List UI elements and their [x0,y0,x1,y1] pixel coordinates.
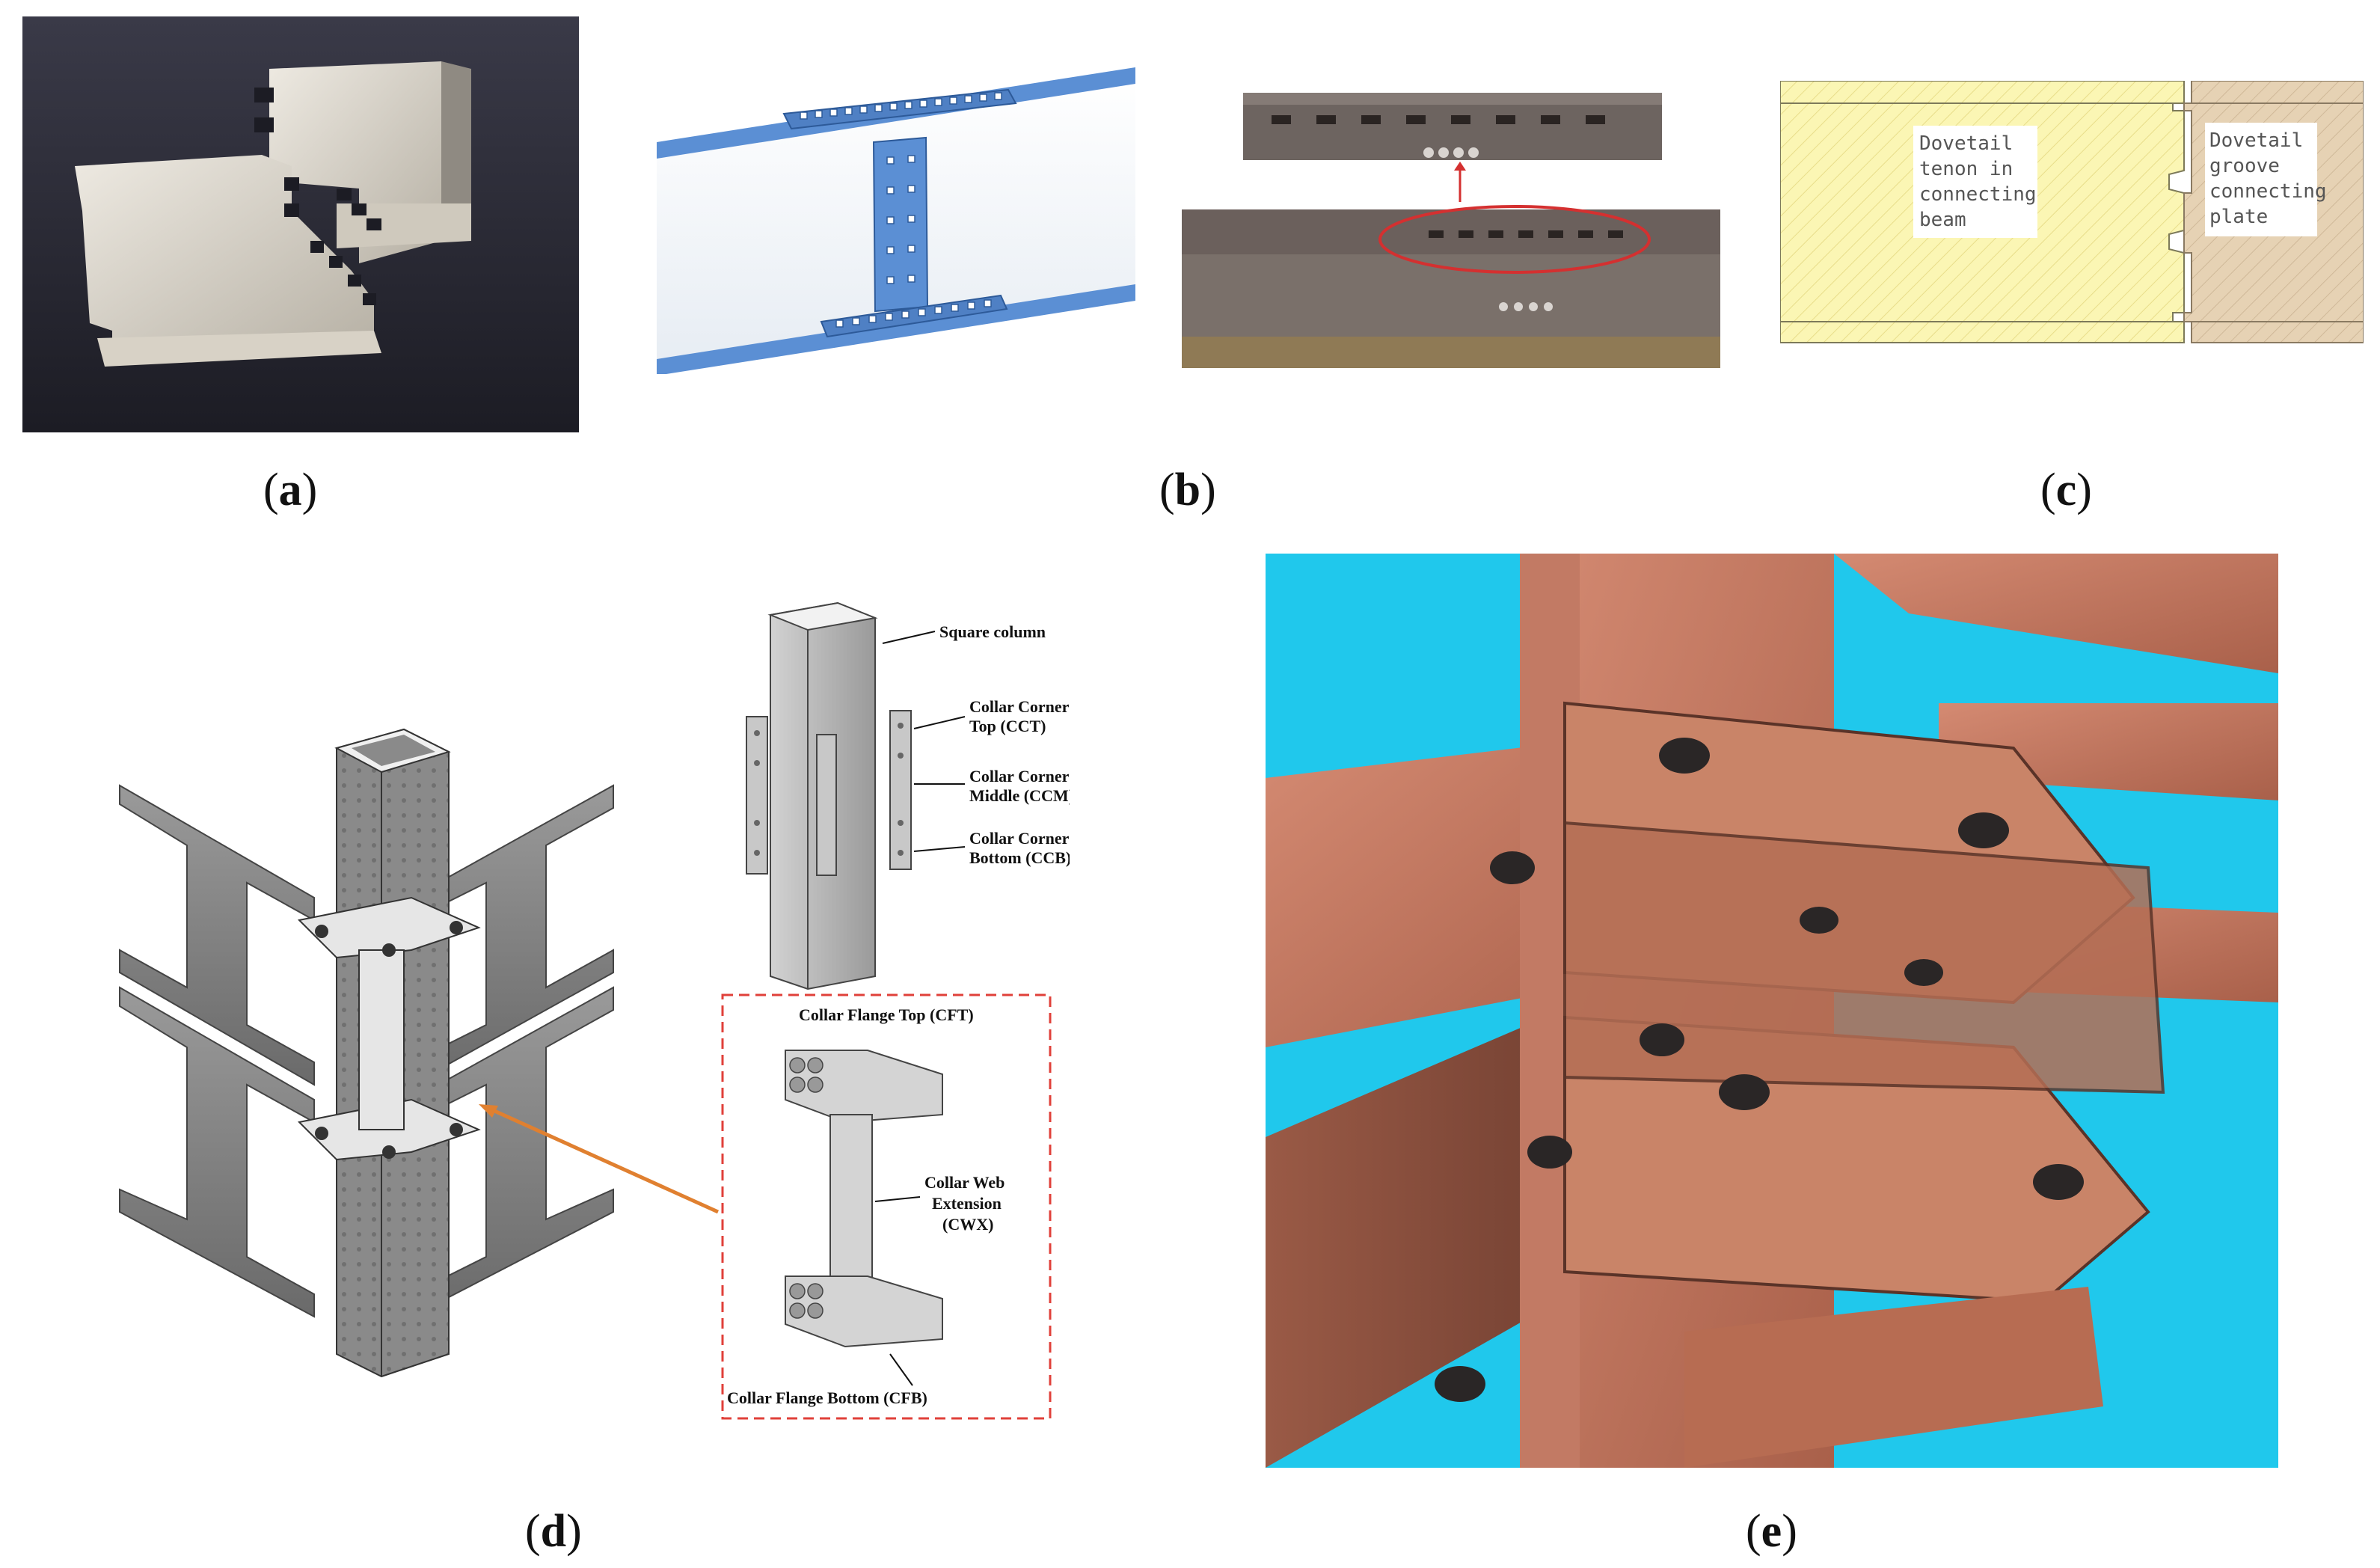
label-cct-2: Top (CCT) [969,717,1046,735]
tenon-label-line2: tenon in [1919,158,2013,180]
tenon-label-line3: connecting [1919,183,2037,206]
collar-connection-drawing: Square column Collar Corner Top (CCT) Co… [119,601,1070,1420]
label-ccm-1: Collar Corner [969,767,1070,785]
figure-panel-d: Square column Collar Corner Top (CCT) Co… [97,598,1070,1429]
groove-label-line2: groove [2209,155,2280,177]
label-ccb-2: Bottom (CCB) [969,848,1070,867]
collar-connection-photo [1266,554,2278,1468]
caption-b: (b) [1159,465,1216,515]
label-cwx-2: Extension [932,1194,1002,1213]
label-cft: Collar Flange Top (CFT) [799,1005,974,1024]
groove-label-line1: Dovetail [2209,129,2303,152]
label-ccm-2: Middle (CCM) [969,786,1070,805]
label-cwx-3: (CWX) [942,1215,993,1234]
caption-c: (c) [2040,465,2092,515]
groove-label-line4: plate [2209,206,2268,228]
label-cfb: Collar Flange Bottom (CFB) [727,1388,927,1407]
dovetail-timber-drawing: Dovetail tenon in connecting beam Doveta… [1780,81,2364,358]
beam-splice-render [657,67,1135,374]
beam-test-photo [1182,90,1720,368]
label-cwx-1: Collar Web [924,1173,1005,1192]
caption-e: (e) [1746,1506,1797,1557]
figure-panel-b-render [657,67,1135,374]
figure-panel-c: Dovetail tenon in connecting beam Doveta… [1780,81,2364,358]
caption-d: (d) [525,1506,582,1557]
dovetail-steel-photo [22,16,579,432]
tenon-label-line4: beam [1919,209,1966,231]
caption-a: (a) [263,465,318,515]
collar-parts-dashed-box [721,993,1052,1420]
groove-label-line3: connecting [2209,180,2327,203]
tenon-label-line1: Dovetail [1919,132,2013,155]
figure-panel-e [1266,554,2278,1468]
figure-panel-a [22,16,579,432]
figure-panel-b-photo [1182,90,1720,368]
label-ccb-1: Collar Corner [969,829,1070,848]
label-cct-1: Collar Corner [969,697,1070,716]
label-square-column: Square column [939,622,1046,641]
